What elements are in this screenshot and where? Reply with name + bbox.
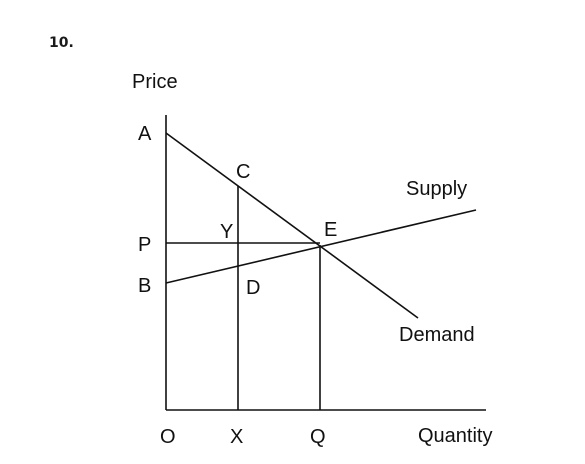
point-q-label: Q xyxy=(310,426,326,448)
demand-label: Demand xyxy=(399,324,475,346)
demand-curve xyxy=(165,132,419,319)
point-d-label: D xyxy=(246,277,260,299)
point-p-label: P xyxy=(138,234,151,256)
question-number: 10. xyxy=(49,35,74,51)
point-y-label: Y xyxy=(220,221,233,243)
point-x-label: X xyxy=(230,426,243,448)
point-b-label: B xyxy=(138,275,151,297)
supply-label: Supply xyxy=(406,178,467,200)
point-a-label: A xyxy=(138,123,152,145)
point-c-label: C xyxy=(236,161,250,183)
y-axis-label: Price xyxy=(132,71,178,93)
supply-curve xyxy=(165,209,477,284)
x-axis-label: Quantity xyxy=(418,425,492,447)
origin-label: O xyxy=(160,426,176,448)
point-e-label: E xyxy=(324,219,337,241)
